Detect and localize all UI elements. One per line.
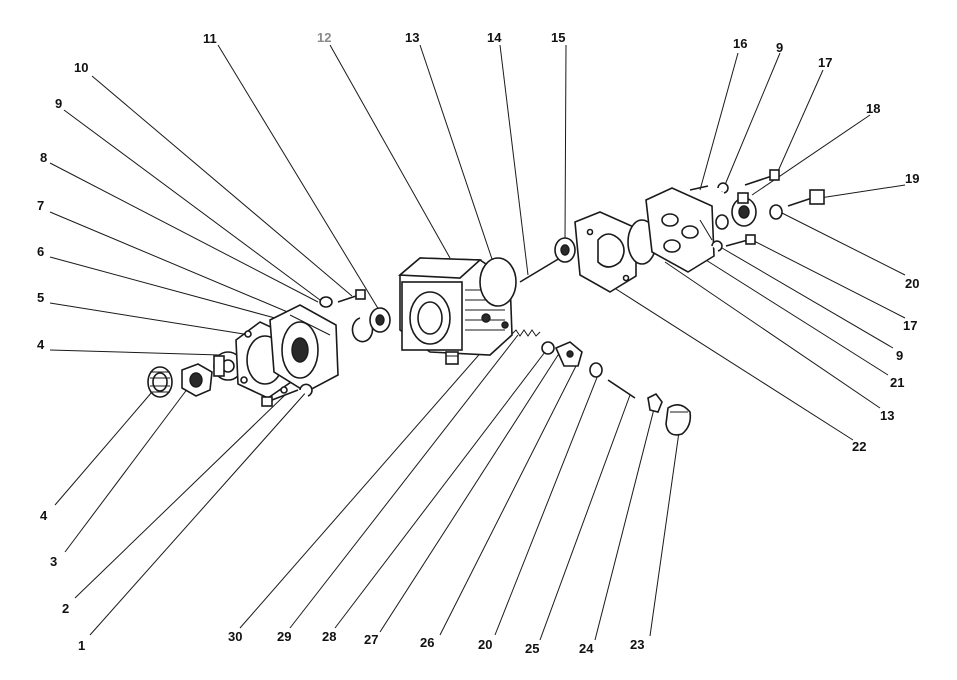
- callout-9: 9: [776, 40, 783, 55]
- part-coupling-nut: [147, 366, 173, 398]
- part-snap-ring-top: [717, 182, 729, 194]
- callout-21: 21: [890, 375, 904, 390]
- part-ball: [501, 321, 509, 329]
- callout-1: 1: [78, 638, 85, 653]
- callout-13: 13: [880, 408, 894, 423]
- part-valve-seal: [589, 362, 603, 378]
- callout-27: 27: [364, 632, 378, 647]
- callout-25: 25: [525, 641, 539, 656]
- part-shaft-collar: [213, 351, 243, 381]
- part-rear-cover: [645, 187, 715, 273]
- part-valve-seat: [554, 341, 583, 367]
- callout-4: 4: [40, 508, 48, 523]
- part-snap-ring-rear: [711, 240, 723, 252]
- callout-12: 12: [317, 30, 331, 45]
- part-cap-nut: [665, 404, 692, 436]
- part-adjusting-screw: [607, 379, 636, 399]
- part-bearing-left: [369, 307, 391, 333]
- part-lock-nut: [647, 392, 663, 413]
- part-bolt-top: [744, 169, 780, 186]
- callout-9: 9: [896, 348, 903, 363]
- callout-6: 6: [37, 244, 44, 259]
- part-snap-ring-small: [299, 383, 313, 397]
- callout-9: 9: [55, 96, 62, 111]
- part-banjo-bolt: [787, 189, 825, 207]
- callout-8: 8: [40, 150, 47, 165]
- part-valve-washer: [541, 341, 555, 355]
- callout-20: 20: [905, 276, 919, 291]
- part-cap-screw: [337, 289, 366, 303]
- callout-28: 28: [322, 629, 336, 644]
- callout-17: 17: [903, 318, 917, 333]
- part-elbow-fitting: [731, 192, 757, 227]
- callout-labels: 1 2 3 4 4 5 6 7 8 9 9 9 10 11 12 13 13 1…: [37, 30, 919, 656]
- callout-3: 3: [50, 554, 57, 569]
- part-o-ring-body: [479, 257, 517, 307]
- callout-4: 4: [37, 337, 45, 352]
- part-valve-spring: [511, 329, 541, 337]
- callout-14: 14: [487, 30, 502, 45]
- callout-16: 16: [733, 36, 747, 51]
- callout-17: 17: [818, 55, 832, 70]
- callout-7: 7: [37, 198, 44, 213]
- part-seal-ring-rear: [769, 204, 783, 220]
- part-pin: [689, 185, 709, 191]
- part-retaining-ring: [351, 317, 374, 343]
- part-coupling-hub: [181, 363, 213, 397]
- callout-22: 22: [852, 439, 866, 454]
- callout-2: 2: [62, 601, 69, 616]
- callout-5: 5: [37, 290, 44, 305]
- part-pump-body: [397, 257, 513, 356]
- part-washer-rear: [715, 214, 729, 230]
- callout-13: 13: [405, 30, 419, 45]
- part-flange-bolt: [261, 389, 299, 407]
- part-front-cover: [269, 304, 339, 393]
- part-drain-plug: [445, 351, 459, 365]
- callout-10: 10: [74, 60, 88, 75]
- callout-29: 29: [277, 629, 291, 644]
- callout-19: 19: [905, 171, 919, 186]
- part-drive-shaft: [519, 237, 576, 283]
- part-bolt-rear: [725, 234, 756, 247]
- callout-11: 11: [203, 31, 217, 46]
- leader-lines: [49, 44, 906, 641]
- callout-23: 23: [630, 637, 644, 652]
- callout-18: 18: [866, 101, 880, 116]
- callout-26: 26: [420, 635, 434, 650]
- callout-20: 20: [478, 637, 492, 652]
- part-port-plate: [574, 211, 637, 293]
- callout-24: 24: [579, 641, 594, 656]
- part-washer-small: [319, 296, 333, 308]
- callout-30: 30: [228, 629, 242, 644]
- callout-15: 15: [551, 30, 565, 45]
